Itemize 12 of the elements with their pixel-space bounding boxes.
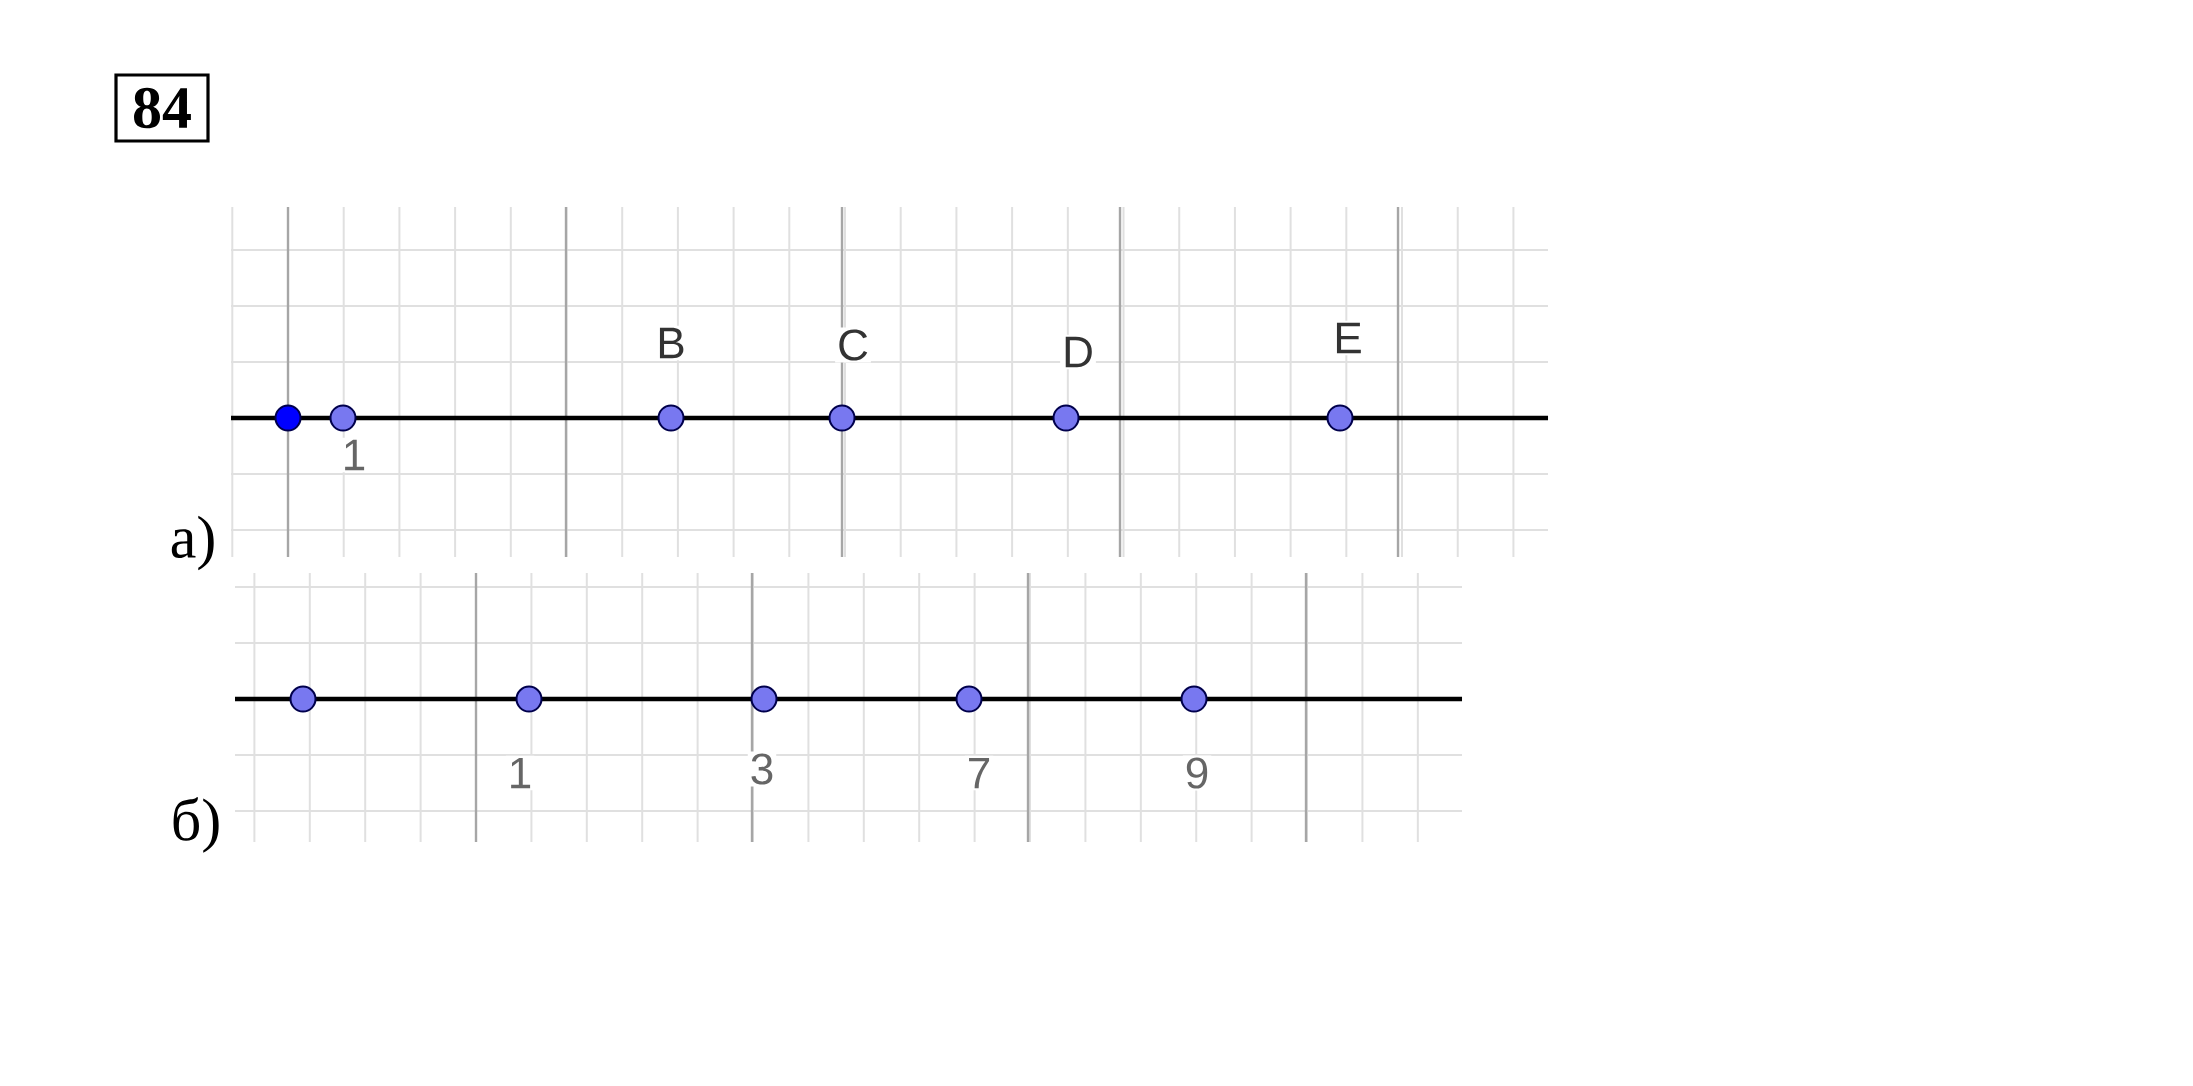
tick-label: 7 xyxy=(964,755,994,791)
point-label: D xyxy=(1060,334,1096,370)
tick-label: 9 xyxy=(1182,755,1212,791)
tick-label: 1 xyxy=(339,437,369,473)
point-label: B xyxy=(654,325,688,361)
tick-label: 1 xyxy=(505,755,535,791)
tick-label: 3 xyxy=(747,751,777,787)
exercise-number: 84 xyxy=(114,73,210,143)
part-label: б) xyxy=(168,795,224,855)
part-label: а) xyxy=(167,513,219,573)
point-label: E xyxy=(1331,320,1365,356)
point-label: C xyxy=(835,327,871,363)
